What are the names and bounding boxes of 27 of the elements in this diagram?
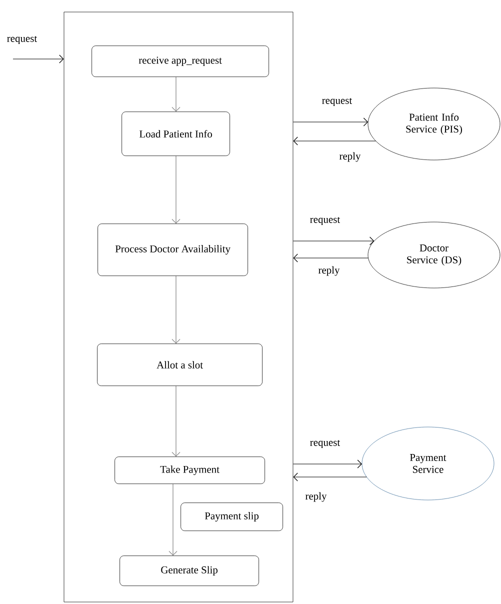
arrow	[293, 254, 369, 262]
arrow	[172, 156, 180, 224]
arrow	[292, 118, 368, 126]
activity-box: Process Doctor Availability	[98, 224, 248, 276]
arrow	[292, 236, 374, 246]
edge-label: request	[320, 96, 354, 108]
activity-box: Take Payment	[114, 456, 265, 484]
edge-label: request	[308, 216, 342, 226]
arrow	[293, 136, 376, 146]
arrow	[172, 386, 180, 457]
process-container	[64, 12, 294, 602]
arrow	[12, 54, 64, 64]
activity-box: Allot a slot	[97, 344, 262, 386]
edge-label: request	[308, 438, 342, 450]
arrow	[172, 276, 180, 344]
activity-box: Payment slip	[180, 502, 283, 531]
edge-label: request	[6, 34, 38, 46]
edge-label: reply	[304, 491, 328, 503]
arrow	[293, 472, 367, 482]
arrow	[168, 484, 178, 556]
activity-box: Generate Slip	[120, 556, 259, 586]
arrow	[292, 460, 362, 468]
activity-box: Load Patient Info	[122, 112, 230, 156]
edge-label: reply	[338, 151, 362, 163]
arrow	[172, 76, 180, 112]
edge-label: reply	[317, 265, 341, 277]
activity-box: receive app_request	[92, 46, 269, 77]
